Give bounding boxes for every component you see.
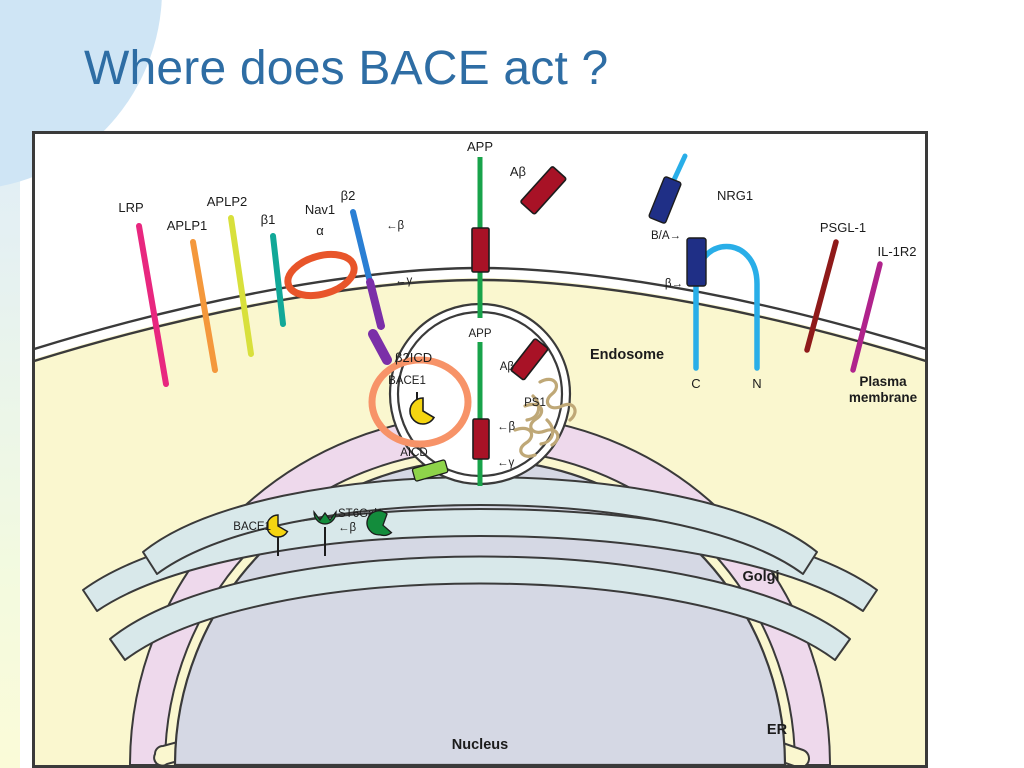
- substrate-beta2icd-fragment: β2ICD: [368, 329, 432, 365]
- aplp1-bar: [190, 239, 218, 373]
- golgi-cisterna-1: [142, 476, 818, 575]
- golgi-st6gal1-glyph: [313, 510, 337, 525]
- beta1-bar: [270, 233, 286, 327]
- plasma-membrane-label-line2: membrane: [849, 390, 918, 405]
- substrate-beta2: β2 ←β ←γ: [341, 188, 413, 330]
- endosome-bace1-glyph: [409, 397, 436, 425]
- substrate-aplp1: APLP1: [167, 218, 218, 373]
- psgl1-label: PSGL-1: [820, 220, 866, 235]
- lrp-bar: [136, 223, 169, 387]
- lrp-label: LRP: [118, 200, 143, 215]
- app-plasma-abeta-domain: [471, 227, 490, 273]
- substrate-aplp2: APLP2: [207, 194, 254, 357]
- endosome-abeta-fragment: [510, 338, 549, 381]
- golgi-label: Golgi: [742, 569, 779, 585]
- figure-container: Nucleus BACE1 ST6Gal1 ←β Golg: [32, 131, 928, 768]
- endosome-aicd-label: AICD: [400, 447, 427, 459]
- nrg1-box: [686, 237, 707, 287]
- endosome-abeta-domain: [472, 418, 490, 460]
- golgi-structure: BACE1 ST6Gal1 ←β Golgi: [82, 476, 878, 661]
- beta2-bar: [350, 209, 373, 285]
- plasma-membrane-label-line1: Plasma: [859, 374, 907, 389]
- nrg1-cleaved-fragment: [648, 153, 688, 224]
- abeta-free-bar: [520, 166, 567, 215]
- il1r2-label: IL-1R2: [877, 244, 916, 259]
- substrate-lrp: LRP: [118, 200, 169, 387]
- nav1-label: Nav1: [305, 202, 335, 217]
- substrate-beta1: β1: [261, 212, 286, 327]
- endosome: Endosome APP Aβ: [368, 302, 664, 486]
- bace1-endosome-highlight-ring: [368, 356, 472, 448]
- beta2-icd-attached: [366, 278, 385, 330]
- nrg1-label: NRG1: [717, 188, 753, 203]
- nrg1-fragment-tail: [670, 153, 688, 185]
- substrate-nav1-alpha: Nav1 α: [284, 202, 358, 300]
- beta2-gamma-cleavage-arrow: ←γ: [395, 275, 413, 287]
- golgi-bace1-glyph: [266, 514, 289, 538]
- golgi-st6gal1-cleaved-fragment: [366, 510, 393, 536]
- nrg1-fragment-box: [648, 176, 682, 224]
- nav1-alpha-ellipse: [284, 250, 358, 300]
- nrg1-ba-cleavage-arrow: B/A→: [651, 230, 681, 242]
- substrate-psgl1: PSGL-1: [804, 220, 866, 353]
- nrg1-n-terminus-label: N: [752, 376, 761, 391]
- il1r2-bar: [850, 261, 883, 373]
- beta2-label: β2: [341, 188, 356, 203]
- substrate-nrg1: NRG1 B/A→ β→ C N: [651, 188, 762, 391]
- beta2-beta-cleavage-arrow: ←β: [386, 220, 405, 232]
- nrg1-beta-cleavage-arrow: β→: [665, 278, 683, 290]
- endosome-label: Endosome: [590, 347, 664, 363]
- substrate-il1r2: IL-1R2: [850, 244, 917, 373]
- app-plasma-label: APP: [467, 139, 493, 154]
- beta1-label: β1: [261, 212, 276, 227]
- aplp1-label: APLP1: [167, 218, 207, 233]
- golgi-beta-cleavage-arrow: ←β: [338, 522, 357, 534]
- abeta-free-label: Aβ: [510, 164, 526, 179]
- abeta-free-fragment: Aβ: [510, 164, 567, 215]
- endosome-app-label: APP: [468, 328, 491, 340]
- cell-diagram-svg: Nucleus BACE1 ST6Gal1 ←β Golg: [35, 139, 925, 765]
- aplp2-bar: [228, 215, 254, 357]
- endosome-gamma-cleavage-arrow: ←γ: [497, 457, 515, 469]
- endosome-abeta-label: Aβ: [500, 361, 515, 373]
- page-title: Where does BACE act ?: [84, 42, 609, 95]
- aplp2-label: APLP2: [207, 194, 247, 209]
- endosome-aicd-fragment: [411, 459, 449, 482]
- beta2icd-label: β2ICD: [395, 350, 432, 365]
- beta2icd-bar: [368, 329, 392, 365]
- er-label: ER: [767, 722, 788, 738]
- psgl1-bar: [804, 239, 839, 353]
- golgi-cisterna-3: [109, 555, 851, 661]
- nav1-alpha-label: α: [316, 223, 324, 238]
- endosome-beta-cleavage-arrow: ←β: [497, 421, 516, 433]
- substrate-app-plasma: APP: [467, 139, 493, 318]
- endosome-bace1-label: BACE1: [388, 375, 426, 387]
- nrg1-c-terminus-label: C: [691, 376, 700, 391]
- golgi-bace1-label: BACE1: [233, 521, 271, 533]
- endosome-ps1-glyph: [513, 377, 577, 458]
- nucleus-label: Nucleus: [452, 737, 508, 753]
- endosome-ps1-label: PS1: [524, 397, 546, 409]
